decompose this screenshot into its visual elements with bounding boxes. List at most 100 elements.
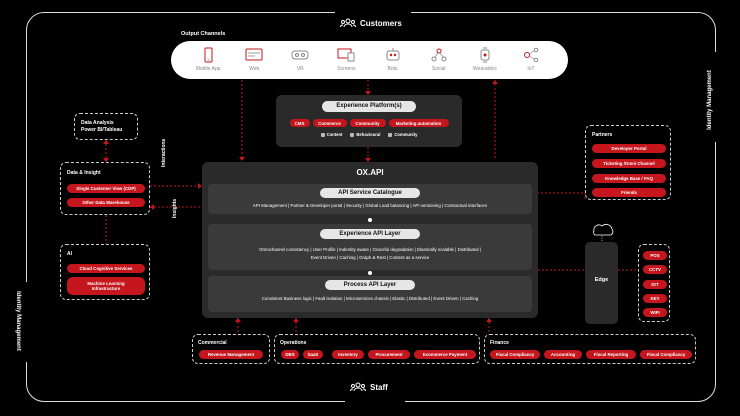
channel-web[interactable]: Web [234,47,274,72]
partners-box: Partners Developer Portal Ticketing /Omn… [585,125,671,200]
web-icon [245,48,263,61]
connector-dot [368,271,372,275]
ai-box: AI Cloud Cognitive Services Machine Lear… [60,244,150,300]
channel-social[interactable]: Social [419,47,459,72]
db-community: Community [388,132,417,137]
screens-icon [337,48,355,62]
ticketing-pill[interactable]: Ticketing /Omni Channel [592,159,666,168]
channel-label: Bots [387,66,398,72]
database-icon [388,132,393,137]
data-insight-title: Data & Insight [67,170,101,176]
frame-gap [335,6,411,20]
machine-learning-pill[interactable]: Machine Learning Infrastructure [67,277,145,295]
channel-vr[interactable]: VR [280,47,320,72]
frame-gap [709,52,723,142]
process-layer-items: Consistent Business logic | Fault isolat… [261,296,479,301]
operations-title: Operations [280,340,307,346]
cloud-cognitive-pill[interactable]: Cloud Cognitive Services [67,264,145,273]
ai-title: AI [67,251,72,257]
procurement-pill[interactable]: Procurement [368,350,410,359]
wifi-pill[interactable]: WIFI [643,308,667,317]
finance-box: Finance Fiscal Compliancy Accounting Fis… [484,334,696,364]
developer-portal-pill[interactable]: Developer Portal [592,144,666,153]
connector-dot [368,218,372,222]
experience-layer-title: Experience API Layer [320,229,420,239]
bot-icon [386,48,400,61]
mobile-icon [204,47,213,63]
data-analysis-box: Data Analysis Power BI/Tableau [74,113,138,140]
channel-screens[interactable]: Screens [326,47,366,72]
channel-iot[interactable]: IoT [511,47,551,72]
saas-pill[interactable]: SaaS [303,350,323,359]
vr-icon [291,50,309,60]
ecommerce-payment-pill[interactable]: Ecommerce Payment [414,350,476,359]
experience-api-layer: Experience API Layer Omnichannel consist… [208,224,532,270]
experience-platform-dbs: Content Behavioural Community [276,132,462,137]
edge-label: Edge [594,277,609,283]
experience-platform-title: Experience Platform(s) [322,101,416,112]
friends-pill[interactable]: Friends [592,188,666,197]
customers-text: Customers [360,18,402,28]
db-behavioural: Behavioural [350,132,380,137]
people-icon [350,382,366,392]
experience-platform: Experience Platform(s) CMS Commerce Comm… [276,95,462,147]
channel-label: Social [431,66,446,72]
database-icon [320,132,325,137]
channel-label: Mobile App [195,66,221,72]
single-customer-view-pill[interactable]: Single Customer View (CDP) [67,184,145,193]
ox-api-panel: OX.API API Service Catalogue API Managem… [202,162,538,318]
key-pill[interactable]: KEY [643,294,667,303]
insights-label: Insights [172,198,178,218]
iot-pill[interactable]: IOT [643,280,667,289]
fiscal-compliancy-pill[interactable]: Fiscal Compliancy [490,350,540,359]
partners-title: Partners [592,132,613,138]
dbs-pill[interactable]: DBS [281,350,299,359]
experience-layer-line1: Omnichannel consistency | User Profile |… [259,247,481,252]
fiscal-compliancy-pill-2[interactable]: Fiscal Compliancy [640,350,692,359]
operations-box: Operations DBS SaaS Inventory Procuremen… [274,334,480,364]
finance-title: Finance [490,340,509,346]
experience-layer-line2: Event Driven | Caching | Graph & Rest | … [310,255,430,260]
community-pill[interactable]: Community [349,119,386,127]
channel-bots[interactable]: Bots [373,47,413,72]
frame-gap [20,282,34,362]
data-insight-box: Data & Insight Single Customer View (CDP… [60,162,150,215]
commerce-pill[interactable]: Commerce [312,119,347,127]
channel-label: VR [296,66,304,72]
commercial-title: Commercial [198,340,227,346]
iot-icon [523,47,539,63]
commercial-box: Commercial Revenue Management [192,334,270,364]
ml-line1: Machine Learning [87,281,125,286]
frame-gap [345,394,405,410]
people-icon [340,18,356,28]
fiscal-reporting-pill[interactable]: Fiscal Reporting [586,350,636,359]
api-service-catalogue: API Service Catalogue API Management | P… [208,184,532,214]
edge-box: Edge [585,242,618,324]
marketing-automation-pill[interactable]: Marketing automation [388,119,449,127]
database-icon [350,132,355,137]
social-icon [431,48,447,62]
staff-text: Staff [370,382,388,392]
channel-wearables[interactable]: Wearables [465,47,505,72]
data-analysis-line2: Power BI/Tableau [81,127,123,133]
knowledge-base-pill[interactable]: Knowledge Base / FAQ [592,174,666,183]
db-content: Content [320,132,342,137]
catalogue-title: API Service Catalogue [320,188,420,198]
ml-line2: Infrastructure [91,286,121,291]
other-data-warehouse-pill[interactable]: Other Data Warehouse [67,198,145,207]
cms-pill[interactable]: CMS [289,119,310,127]
cctv-pill[interactable]: CCTV [643,265,667,274]
output-channels-label: Output Channels [181,31,226,37]
catalogue-items: API Management | Partner & Developer por… [252,203,488,208]
revenue-management-pill[interactable]: Revenue Management [199,350,263,359]
process-api-layer: Process API Layer Consistent Business lo… [208,276,532,312]
pos-pill[interactable]: POS [643,251,667,260]
channel-label: Screens [337,66,356,72]
accounting-pill[interactable]: Accounting [544,350,582,359]
inventory-pill[interactable]: Inventory [332,350,364,359]
channel-label: Wearables [472,66,497,72]
customers-label: Customers [340,18,402,28]
channel-mobile-app[interactable]: Mobile App [188,47,228,72]
cloud-icon [593,223,614,236]
staff-label: Staff [350,382,388,392]
